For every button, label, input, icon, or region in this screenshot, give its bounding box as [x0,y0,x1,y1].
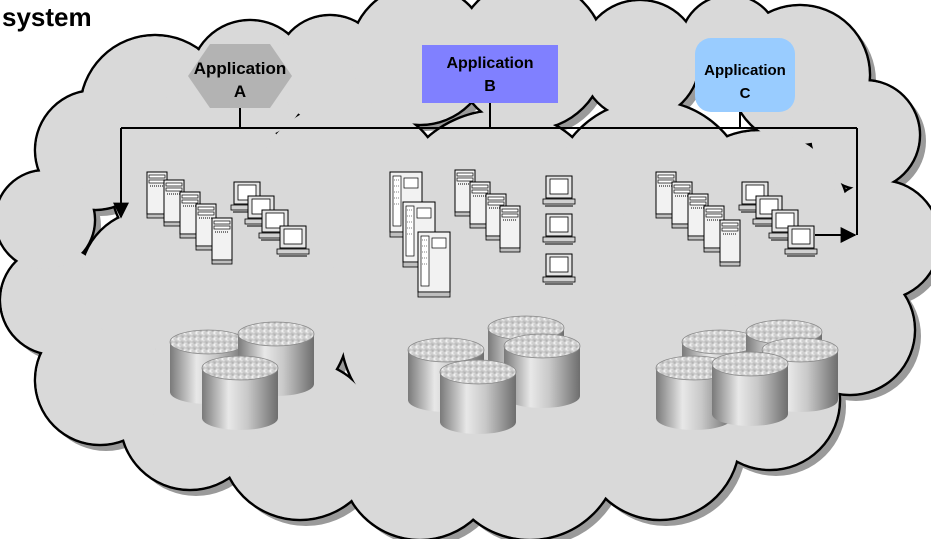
desktop-computer-icon [542,253,576,285]
desktop-computer-icon [276,225,310,257]
application-a-label-line1: Application [194,59,287,78]
application-c-node[interactable]: Application C [695,38,795,112]
desktop-computer-icon [542,213,576,245]
database-cylinder-icon [201,355,279,431]
database-cylinder-icon [711,351,789,427]
page-title: system [2,2,92,32]
application-b-label-line2: B [484,78,496,95]
application-a-node[interactable]: Application A [188,44,292,108]
rack-server-icon [417,231,451,298]
server-tower-icon [499,205,521,253]
desktop-computer-icon [784,225,818,257]
application-c-label-line2: C [740,85,751,102]
application-b-label-line1: Application [446,55,533,72]
connection-bus [113,103,858,243]
rounded-rectangle-shape [695,38,795,112]
database-cylinder-icon [439,359,517,435]
server-tower-icon [719,219,741,267]
server-tower-icon [211,217,233,265]
rectangle-shape [422,45,558,103]
desktop-computer-icon [542,175,576,207]
application-b-node[interactable]: Application B [422,45,558,103]
application-c-label-line1: Application [704,62,786,79]
application-a-label-line2: A [234,82,246,101]
hexagon-shape [188,44,292,108]
